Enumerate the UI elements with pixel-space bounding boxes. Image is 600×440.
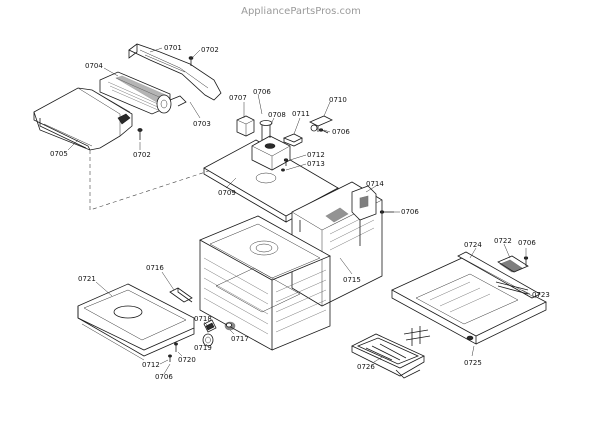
part-0712-screw-top[interactable] — [283, 158, 289, 166]
part-0708-blower-housing[interactable] — [251, 120, 291, 171]
label-0712-top: 0712 — [307, 151, 325, 159]
part-0723-latch-spring[interactable] — [495, 281, 529, 295]
part-0706-screw-rear[interactable] — [379, 210, 394, 214]
watermark-text: AppliancePartsPros.com — [241, 6, 361, 17]
label-0720: 0720 — [178, 356, 196, 364]
part-0712-screw-door[interactable] — [168, 354, 172, 362]
part-0717-grommet[interactable] — [224, 321, 236, 331]
label-0715: 0715 — [343, 276, 361, 284]
label-0706-top: 0706 — [253, 88, 271, 96]
label-0702-upper: 0702 — [201, 46, 219, 54]
part-0707-connector[interactable] — [236, 115, 255, 137]
part-0702-screw-upper[interactable] — [188, 56, 194, 67]
label-0701: 0701 — [164, 44, 182, 52]
label-0712-door: 0712 — [142, 361, 160, 369]
label-0705: 0705 — [50, 150, 68, 158]
part-0706-screw-latch[interactable] — [523, 256, 529, 266]
label-0721: 0721 — [78, 275, 96, 283]
label-0710: 0710 — [329, 96, 347, 104]
part-0714-bracket[interactable] — [351, 185, 377, 221]
label-0708: 0708 — [268, 111, 286, 119]
part-0702-screw-lower[interactable] — [137, 128, 143, 140]
label-0719: 0719 — [194, 344, 212, 352]
label-0706-bracket: 0706 — [332, 128, 350, 136]
part-0718-knob-shaft[interactable] — [203, 319, 217, 333]
label-0718: 0718 — [194, 315, 212, 323]
label-0704: 0704 — [85, 62, 103, 70]
part-0722-latch-bracket[interactable] — [497, 255, 529, 273]
part-0706-screw-bracket[interactable] — [318, 128, 329, 134]
label-0703: 0703 — [193, 120, 211, 128]
label-0716: 0716 — [146, 264, 164, 272]
label-0724: 0724 — [464, 241, 482, 249]
part-0713-screw-top[interactable] — [281, 168, 285, 172]
part-0701-vent-trim[interactable] — [128, 43, 222, 101]
part-0725-bottom-tray[interactable] — [391, 257, 547, 345]
label-0722: 0722 — [494, 237, 512, 245]
part-0720-screw[interactable] — [174, 342, 178, 352]
part-0726-bake-element[interactable] — [351, 326, 431, 379]
label-0713: 0713 — [307, 160, 325, 168]
part-0705-front-trim[interactable] — [33, 87, 133, 151]
label-0702-lower: 0702 — [133, 151, 151, 159]
leader-lines — [67, 47, 531, 375]
label-0709: 0709 — [218, 189, 236, 197]
part-labels: 0701 0702 0704 0703 0705 0702 0707 0706 … — [50, 44, 550, 381]
label-0706-rear: 0706 — [401, 208, 419, 216]
part-0724-rail[interactable] — [457, 251, 541, 299]
part-0716-hinge-clip[interactable] — [169, 287, 193, 303]
label-0707: 0707 — [229, 94, 247, 102]
assembly-reference-line — [89, 150, 237, 211]
part-0710-sensor[interactable] — [309, 115, 333, 132]
part-0721-door-panel[interactable] — [77, 283, 195, 361]
label-0717: 0717 — [231, 335, 249, 343]
label-0706-latch: 0706 — [518, 239, 536, 247]
part-0711-bracket[interactable] — [282, 133, 303, 147]
label-0711: 0711 — [292, 110, 310, 118]
label-0714: 0714 — [366, 180, 384, 188]
label-0706-door: 0706 — [155, 373, 173, 381]
label-0723: 0723 — [532, 291, 550, 299]
part-0704-cooling-fan[interactable] — [99, 71, 187, 115]
label-0726: 0726 — [357, 363, 375, 371]
label-0725: 0725 — [464, 359, 482, 367]
oven-cavity — [199, 215, 331, 351]
